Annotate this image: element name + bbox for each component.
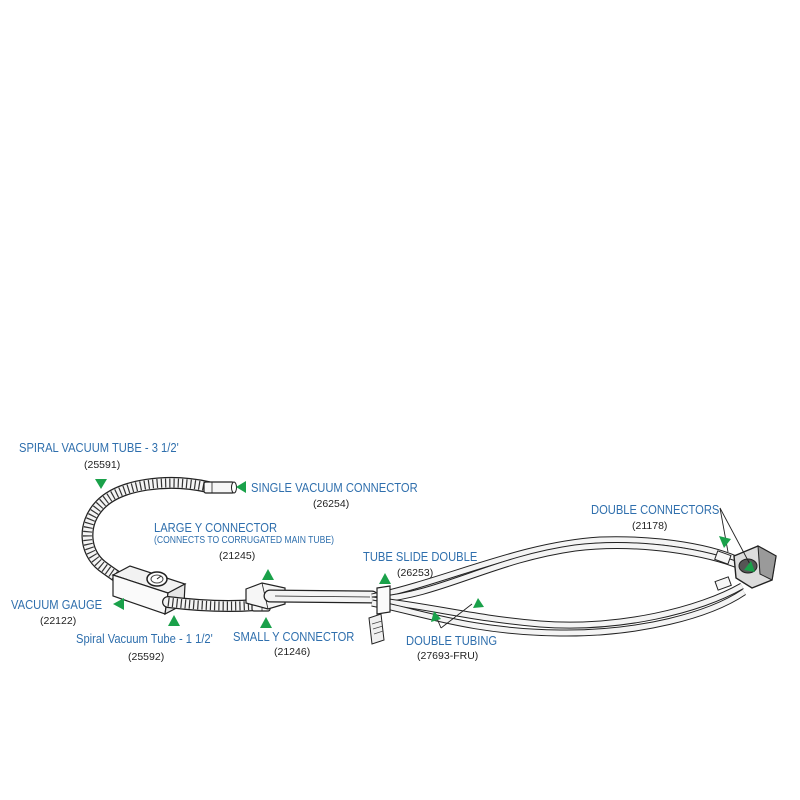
label-spiral-tube-short: Spiral Vacuum Tube - 1 1/2'	[76, 631, 213, 646]
label-vacuum-gauge: VACUUM GAUGE	[11, 597, 103, 612]
label-single-vacuum-connector: SINGLE VACUUM CONNECTOR	[251, 480, 418, 495]
arrow-spiral-long	[95, 479, 107, 489]
spiral-tube-short	[162, 596, 262, 612]
arrow-double-tubing-b	[473, 598, 484, 608]
part-spiral-tube-long: (25591)	[84, 459, 121, 471]
arrow-vacuum-gauge	[113, 598, 124, 610]
double-connectors	[714, 545, 777, 591]
label-double-connectors: DOUBLE CONNECTORS	[591, 502, 720, 517]
main-double-tube	[263, 589, 379, 604]
part-double-connectors: (21178)	[632, 520, 668, 532]
part-single-vacuum-connector: (26254)	[313, 498, 350, 510]
part-vacuum-gauge: (22122)	[40, 615, 77, 627]
arrow-small-y	[260, 617, 272, 628]
arrow-double-tubing-a	[431, 611, 441, 622]
label-large-y-connector: LARGE Y CONNECTOR	[154, 520, 278, 535]
part-tube-slide-double: (26253)	[397, 567, 434, 579]
vacuum-gauge	[111, 565, 187, 616]
label-small-y-connector: SMALL Y CONNECTOR	[233, 629, 355, 644]
part-small-y-connector: (21246)	[274, 646, 311, 658]
part-large-y-connector: (21245)	[219, 550, 256, 562]
tube-slide-double	[368, 585, 391, 645]
arrow-tube-slide	[379, 573, 391, 584]
arrow-double-conn-b	[744, 561, 755, 572]
leader-lines	[435, 507, 753, 629]
spiral-tube-long	[81, 476, 214, 586]
label-tube-slide-double: TUBE SLIDE DOUBLE	[363, 549, 478, 564]
arrow-spiral-short	[168, 615, 180, 626]
pointer-arrows	[95, 479, 755, 628]
part-spiral-tube-short: (25592)	[128, 651, 165, 663]
arrow-double-conn-a	[719, 536, 731, 548]
arrow-single-vacuum	[236, 481, 246, 493]
part-double-tubing: (27693-FRU)	[417, 650, 479, 662]
single-vacuum-connector	[203, 481, 237, 494]
label-spiral-tube-long: SPIRAL VACUUM TUBE - 3 1/2'	[19, 440, 179, 455]
double-tubing	[371, 536, 746, 637]
note-large-y-connector: (CONNECTS TO CORRUGATED MAIN TUBE)	[154, 535, 334, 546]
arrow-large-y	[262, 569, 274, 580]
label-double-tubing: DOUBLE TUBING	[406, 633, 498, 648]
